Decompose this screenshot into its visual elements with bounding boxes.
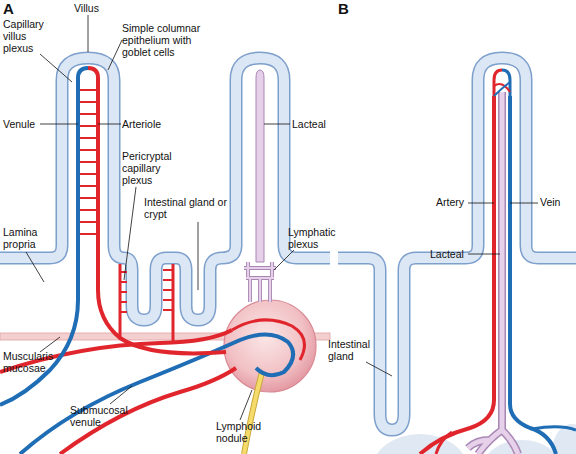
part-label: Vein (540, 196, 560, 208)
capillary-plexus (80, 90, 96, 234)
pericryptal-plexus (172, 264, 175, 344)
part-label: Artery (436, 196, 464, 208)
part-label: Submucosal venule (70, 404, 134, 428)
leader-line (110, 386, 132, 404)
arteriole-vessel (88, 68, 98, 252)
epithelium-band (338, 58, 576, 430)
part-label: Lymphoid nodule (216, 420, 266, 444)
leader-line (366, 362, 392, 376)
venule-vessel (0, 250, 78, 405)
leader-line (274, 250, 294, 270)
part-label: Arteriole (122, 118, 161, 130)
pericryptal-plexus (120, 272, 127, 312)
part-label: Muscularis mucosae (3, 350, 63, 374)
lymphatic-plexus (244, 262, 276, 302)
artery-vessel (436, 432, 452, 454)
part-label: Simple columnar epithelium with goblet c… (122, 22, 206, 58)
vein-vessel (532, 427, 576, 430)
epithelium-outline (0, 58, 330, 320)
artery-vessel (420, 96, 494, 454)
leader-line (98, 124, 121, 125)
part-label: Lamina propria (3, 226, 49, 250)
part-label: Intestinal gland (328, 338, 376, 362)
leader-line (88, 15, 89, 52)
leader-line (198, 222, 199, 290)
leader-line (40, 124, 78, 125)
leader-line (40, 337, 60, 352)
leader-line (108, 40, 122, 70)
leader-lines (26, 15, 538, 420)
lacteal-vessel (256, 70, 264, 262)
vein-vessel (510, 96, 556, 454)
part-label: Pericryptal capillary plexus (122, 150, 180, 186)
panel-letter: B (338, 0, 349, 17)
arteriole-vessel (98, 250, 226, 353)
capillary-plexus (494, 82, 510, 96)
part-label: Lacteal (292, 118, 326, 130)
epithelium-band (0, 58, 330, 320)
part-label: Intestinal gland or crypt (144, 196, 228, 220)
part-label: Capillary villus plexus (3, 18, 55, 54)
leader-line (26, 252, 44, 282)
panel-letter: A (3, 0, 14, 17)
leader-line (40, 54, 72, 82)
venule-vessel (78, 68, 88, 252)
leader-line (240, 390, 252, 420)
epithelium-outline (338, 58, 576, 430)
leader-line (510, 203, 538, 204)
lymphoid-nodule (224, 300, 316, 392)
lymphatic-plexus (244, 262, 276, 302)
part-label: Lacteal (430, 248, 464, 260)
submucosa-shape (372, 434, 468, 454)
part-label: Lymphatic plexus (288, 226, 332, 250)
leader-line (264, 124, 290, 125)
part-label: Venule (3, 118, 35, 130)
leader-line (124, 187, 136, 280)
part-label: Villus (74, 2, 99, 14)
leader-line (468, 203, 494, 204)
pericryptal-plexus (163, 270, 173, 310)
leader-line (468, 254, 500, 255)
